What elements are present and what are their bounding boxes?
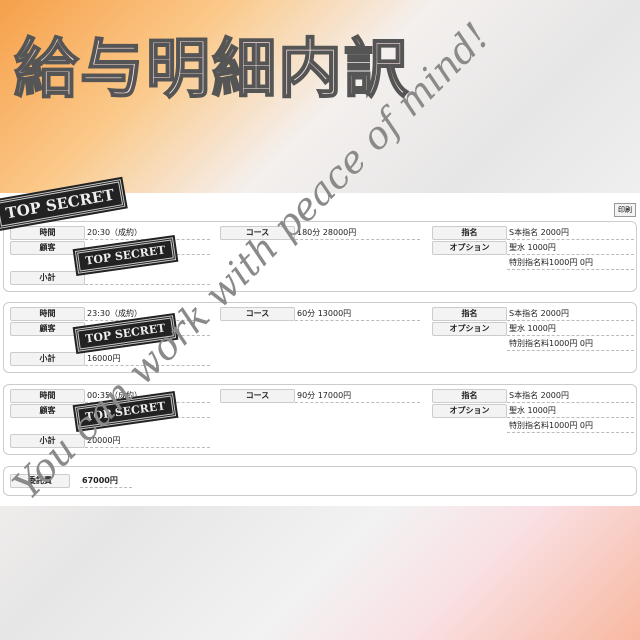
course-label: コース xyxy=(220,307,295,321)
time-value: 20:30（成約） xyxy=(85,226,210,240)
option-label: オプション xyxy=(432,404,507,418)
commission-value: 67000円 xyxy=(80,474,132,488)
option-value: 聖水 1000円 xyxy=(507,241,634,255)
time-label: 時間 xyxy=(10,307,85,321)
option-label: オプション xyxy=(432,241,507,255)
customer-label: 顧客 xyxy=(10,241,85,255)
extra-fee-value: 特別指名料1000円 0円 xyxy=(507,419,634,433)
subtotal-value xyxy=(85,271,210,285)
print-button[interactable]: 印刷 xyxy=(614,203,636,217)
nomination-label: 指名 xyxy=(432,389,507,403)
subtotal-label: 小計 xyxy=(10,434,85,448)
subtotal-value: 16000円 xyxy=(85,352,210,366)
commission-label: 委託費 xyxy=(10,474,70,488)
subtotal-label: 小計 xyxy=(10,352,85,366)
course-value: 180分 28000円 xyxy=(295,226,420,240)
course-label: コース xyxy=(220,389,295,403)
option-label: オプション xyxy=(432,322,507,336)
extra-fee-value: 特別指名料1000円 0円 xyxy=(507,337,634,351)
course-label: コース xyxy=(220,226,295,240)
course-value: 60分 13000円 xyxy=(295,307,420,321)
commission-card: 委託費 67000円 xyxy=(3,466,637,496)
customer-label: 顧客 xyxy=(10,404,85,418)
extra-fee-value: 特別指名料1000円 0円 xyxy=(507,256,634,270)
course-value: 90分 17000円 xyxy=(295,389,420,403)
shift-card: 時間 20:30（成約） 顧客 小計 コース 180分 28000円 指名 S本… xyxy=(3,221,637,292)
customer-label: 顧客 xyxy=(10,322,85,336)
subtotal-label: 小計 xyxy=(10,271,85,285)
option-value: 聖水 1000円 xyxy=(507,322,634,336)
page-title: 給与明細内訳 xyxy=(13,32,410,108)
subtotal-value: 20000円 xyxy=(85,434,210,448)
nomination-value: S本指名 2000円 xyxy=(507,226,634,240)
nomination-value: S本指名 2000円 xyxy=(507,307,634,321)
nomination-label: 指名 xyxy=(432,307,507,321)
nomination-label: 指名 xyxy=(432,226,507,240)
time-label: 時間 xyxy=(10,389,85,403)
time-label: 時間 xyxy=(10,226,85,240)
option-value: 聖水 1000円 xyxy=(507,404,634,418)
shift-card: 時間 23:30（成約） 顧客 小計 16000円 コース 60分 13000円… xyxy=(3,302,637,373)
nomination-value: S本指名 2000円 xyxy=(507,389,634,403)
